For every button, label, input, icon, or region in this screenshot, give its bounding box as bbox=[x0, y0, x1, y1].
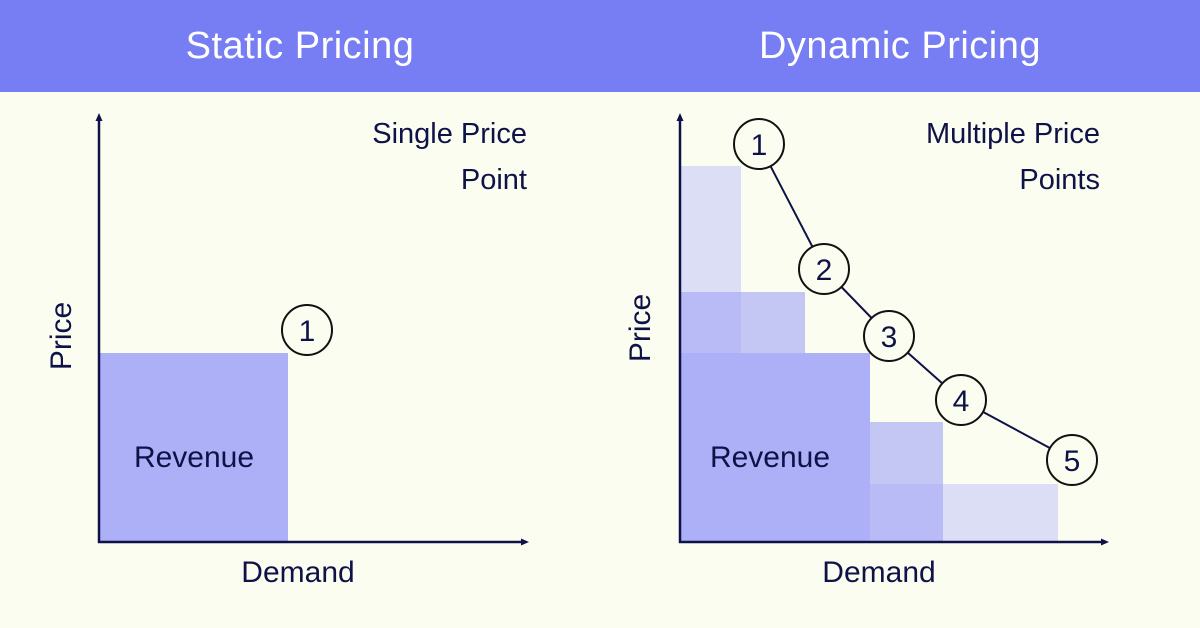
y-axis-label: Price bbox=[45, 302, 78, 370]
revenue-block-5 bbox=[943, 484, 1058, 543]
revenue-area-main bbox=[681, 353, 870, 543]
revenue-block-2 bbox=[741, 292, 805, 353]
caption-line-1: Multiple Price bbox=[926, 118, 1100, 150]
caption-line-2: Point bbox=[461, 164, 527, 196]
svg-text:1: 1 bbox=[751, 129, 768, 162]
price-point-4: 4 bbox=[935, 374, 987, 426]
revenue-label: Revenue bbox=[710, 441, 830, 474]
price-point-2: 2 bbox=[798, 243, 850, 295]
x-axis-label: Demand bbox=[241, 556, 354, 589]
caption-line-1: Single Price bbox=[372, 118, 527, 150]
revenue-block-4-5-overlap bbox=[870, 484, 943, 543]
revenue-block-1-2-overlap bbox=[681, 292, 741, 353]
static-pricing-diagram: 1 Single Price Point Revenue Demand Pric… bbox=[45, 113, 529, 589]
dynamic-pricing-panel: 1 2 3 4 5 Multiple Price Points Revenue … bbox=[600, 92, 1200, 628]
dynamic-pricing-title: Dynamic Pricing bbox=[758, 25, 1042, 67]
y-axis-arrow-icon bbox=[676, 113, 684, 121]
y-axis-arrow-icon bbox=[95, 113, 103, 121]
svg-text:1: 1 bbox=[299, 315, 316, 348]
header-bar: Static Pricing Dynamic Pricing bbox=[0, 0, 1200, 92]
price-point-5: 5 bbox=[1046, 434, 1098, 486]
svg-text:4: 4 bbox=[953, 385, 970, 418]
y-axis-label: Price bbox=[624, 294, 657, 362]
x-axis-arrow-icon bbox=[1101, 538, 1109, 546]
price-point-1: 1 bbox=[281, 304, 333, 356]
revenue-label: Revenue bbox=[134, 441, 254, 474]
dynamic-pricing-diagram: 1 2 3 4 5 Multiple Price Points Revenue … bbox=[624, 113, 1109, 589]
price-point-3: 3 bbox=[863, 310, 915, 362]
svg-text:3: 3 bbox=[881, 321, 898, 354]
revenue-block-1-top bbox=[681, 166, 741, 292]
price-point-1: 1 bbox=[733, 118, 785, 170]
x-axis-arrow-icon bbox=[521, 538, 529, 546]
svg-text:2: 2 bbox=[816, 254, 833, 287]
static-pricing-panel: 1 Single Price Point Revenue Demand Pric… bbox=[0, 92, 600, 628]
x-axis-label: Demand bbox=[822, 556, 935, 589]
caption-line-2: Points bbox=[1019, 164, 1100, 196]
svg-text:5: 5 bbox=[1064, 445, 1081, 478]
revenue-area bbox=[99, 353, 288, 543]
revenue-block-4 bbox=[870, 422, 943, 484]
static-pricing-title: Static Pricing bbox=[185, 25, 415, 67]
